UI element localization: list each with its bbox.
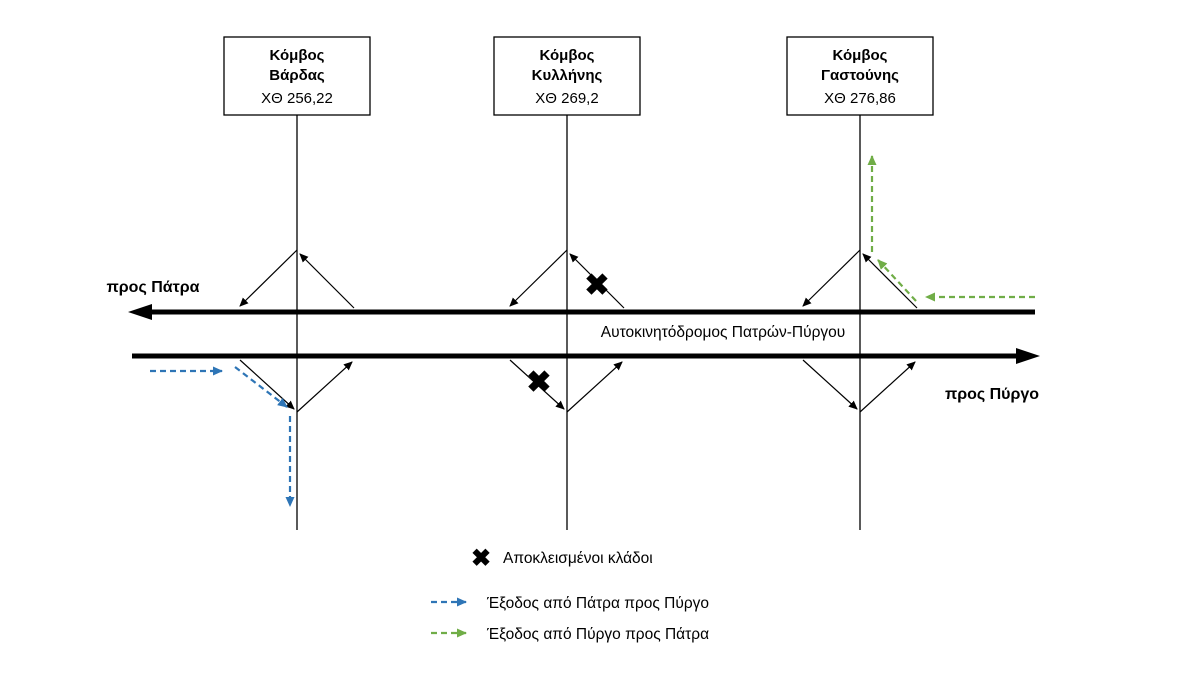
blocked-x-icon-top: ✖	[584, 269, 609, 302]
junction-chainage: ΧΘ 256,22	[261, 90, 333, 107]
motorway: προς Πάτρα προς Πύργο Αυτοκινητόδρομος Π…	[107, 279, 1040, 403]
junction-kyllinis: Κόμβος Κυλλήνης ΧΘ 269,2	[493, 36, 641, 530]
junction-label-box	[223, 36, 371, 116]
junction-title: Κόμβος	[833, 47, 888, 64]
exit-patras-to-pyrgos-route	[150, 366, 295, 507]
ramp-entry-patras-bound	[239, 249, 298, 307]
legend-blocked-icon: ✖	[471, 545, 491, 572]
ramp-entry-pyrgos-bound	[859, 361, 916, 413]
junction-title: Κόμβος	[270, 47, 325, 64]
junction-name: Γαστούνης	[821, 67, 899, 84]
ramp-exit-pyrgos-bound	[509, 359, 565, 410]
legend-exit-patras-label: Έξοδος από Πάτρα προς Πύργο	[486, 595, 709, 612]
junction-vardas: Κόμβος Βάρδας ΧΘ 256,22	[223, 36, 371, 530]
junction-label-box	[786, 36, 934, 116]
junction-name: Κυλλήνης	[532, 67, 603, 84]
legend-exit-pyrgos-label: Έξοδος από Πύργο προς Πάτρα	[486, 626, 709, 643]
junction-name: Βάρδας	[269, 67, 325, 84]
junction-chainage: ΧΘ 269,2	[535, 90, 598, 107]
blocked-branches: ✖ ✖	[526, 269, 609, 399]
exit-pyrgos-to-patras-route	[867, 155, 1035, 302]
direction-label-patras: προς Πάτρα	[107, 279, 200, 296]
to-pyrgos-arrowhead-icon	[1016, 348, 1040, 364]
route-segment-ramp	[877, 259, 917, 302]
route-segment-ramp	[234, 366, 288, 408]
ramp-exit-patras-bound	[862, 253, 918, 309]
ramp-entry-patras-bound	[509, 249, 568, 307]
ramp-exit-pyrgos-bound	[239, 359, 295, 410]
ramp-entry-patras-bound	[802, 249, 861, 307]
ramp-exit-patras-bound	[299, 253, 355, 309]
legend: ✖ Αποκλεισμένοι κλάδοι Έξοδος από Πάτρα …	[431, 545, 709, 643]
to-patras-arrowhead-icon	[128, 304, 152, 320]
blocked-x-icon-bottom: ✖	[526, 366, 551, 399]
ramp-exit-patras-bound	[569, 253, 625, 309]
ramp-entry-pyrgos-bound	[296, 361, 353, 413]
junction-title: Κόμβος	[540, 47, 595, 64]
ramp-exit-pyrgos-bound	[802, 359, 858, 410]
junction-label-box	[493, 36, 641, 116]
legend-blocked-label: Αποκλεισμένοι κλάδοι	[503, 550, 653, 567]
junction-chainage: ΧΘ 276,86	[824, 90, 896, 107]
junction-gastounis: Κόμβος Γαστούνης ΧΘ 276,86	[786, 36, 934, 530]
motorway-name-label: Αυτοκινητόδρομος Πατρών-Πύργου	[601, 324, 845, 341]
direction-label-pyrgos: προς Πύργο	[945, 386, 1039, 403]
ramp-entry-pyrgos-bound	[566, 361, 623, 413]
